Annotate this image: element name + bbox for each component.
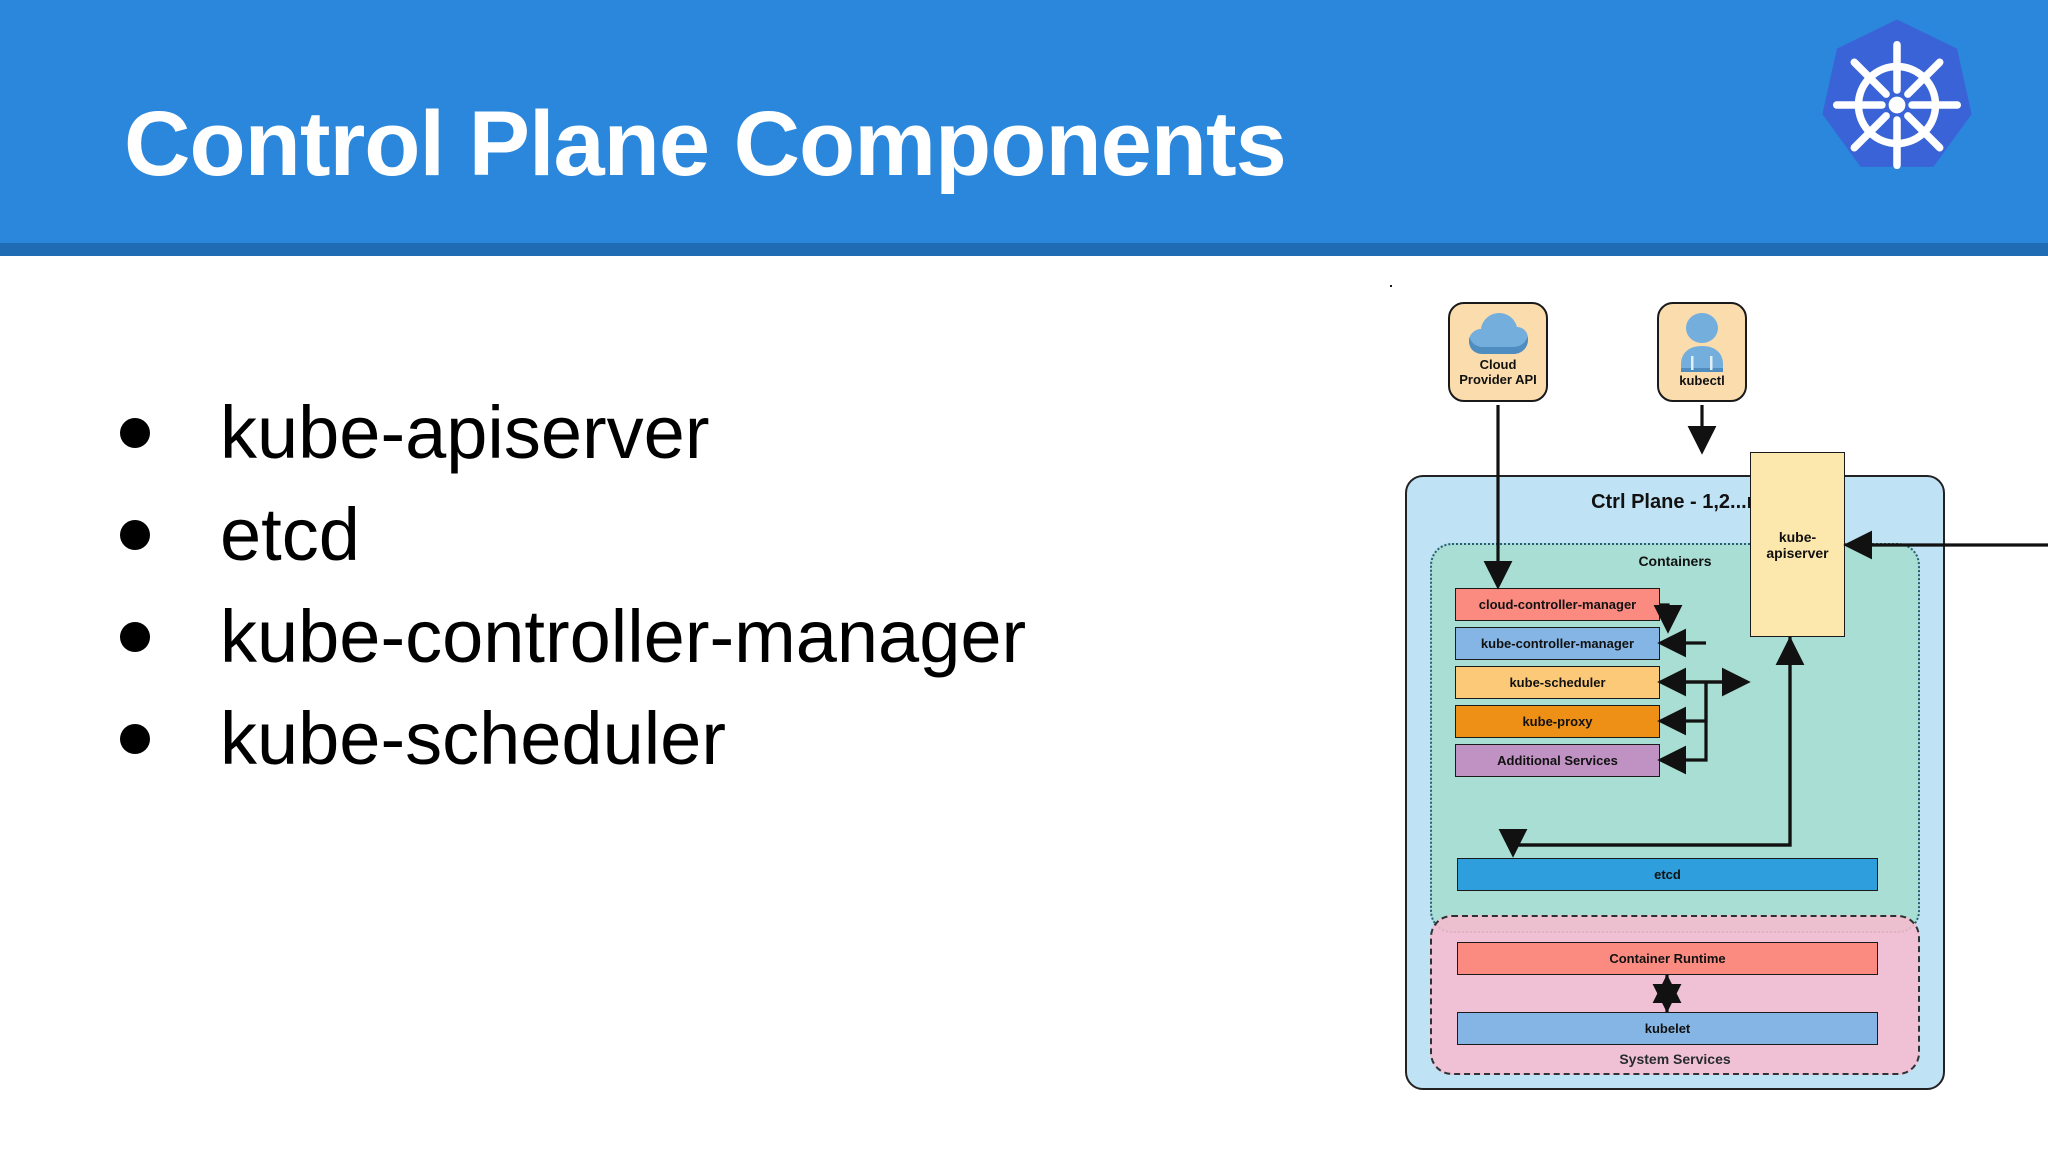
kubernetes-logo-icon [1822, 19, 1972, 170]
bullet-dot-icon [120, 724, 150, 754]
kubelet-box: kubelet [1457, 1012, 1878, 1045]
user-icon [1681, 313, 1723, 372]
cloud-icon [1469, 313, 1528, 354]
system-services-title: System Services [1619, 1051, 1731, 1067]
bullet-label: etcd [220, 493, 360, 576]
ctrl-plane-title: Ctrl Plane - 1,2...n [1591, 491, 1759, 513]
list-item: kube-scheduler [120, 688, 1300, 790]
list-item: kube-controller-manager [120, 586, 1300, 688]
additional-services-box: Additional Services [1455, 744, 1660, 777]
bullet-dot-icon [120, 418, 150, 448]
cloud-controller-manager-box: cloud-controller-manager [1455, 588, 1660, 621]
bullet-dot-icon [120, 520, 150, 550]
header-accent-bar [0, 243, 2048, 256]
etcd-box: etcd [1457, 858, 1878, 891]
list-item: etcd [120, 484, 1300, 586]
component-bullet-list: kube-apiserver etcd kube-controller-mana… [120, 382, 1300, 790]
cloud-provider-api-card: Cloud Provider API [1448, 302, 1548, 402]
bullet-label: kube-scheduler [220, 697, 726, 780]
bullet-dot-icon [120, 622, 150, 652]
kube-proxy-box: kube-proxy [1455, 705, 1660, 738]
page-title: Control Plane Components [124, 93, 1287, 195]
kube-apiserver: kube-apiserver [1750, 452, 1845, 637]
bullet-label: kube-controller-manager [220, 595, 1027, 678]
bullet-label: kube-apiserver [220, 391, 710, 474]
slide-header [0, 0, 2048, 243]
cloud-provider-api-label: Cloud Provider API [1459, 357, 1537, 387]
kube-scheduler-box: kube-scheduler [1455, 666, 1660, 699]
list-item: kube-apiserver [120, 382, 1300, 484]
container-runtime-box: Container Runtime [1457, 942, 1878, 975]
kube-controller-manager-box: kube-controller-manager [1455, 627, 1660, 660]
containers-title: Containers [1638, 553, 1712, 569]
kubectl-label: kubectl [1679, 373, 1725, 388]
kube-apiserver-placeholder [1390, 285, 1392, 287]
kubectl-card: kubectl [1657, 302, 1747, 402]
system-services-group: System Services [1430, 915, 1920, 1075]
control-plane-architecture-diagram: Cloud Provider API kubectl Ctrl Plane - … [1390, 285, 2048, 1115]
